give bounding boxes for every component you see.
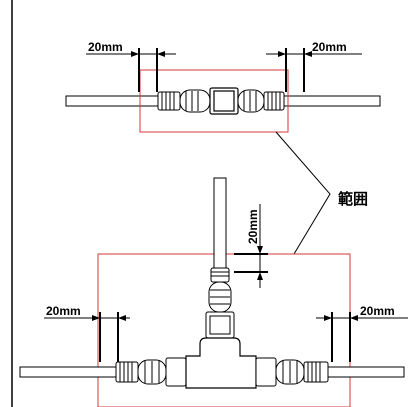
bottom-right-dimension-label: 20mm: [360, 304, 395, 318]
top-straight-connector: [65, 69, 381, 133]
bottom-t-splitter: [19, 177, 405, 407]
top-center-coupling: [209, 87, 239, 115]
vertical-cable: [213, 177, 227, 271]
left-horizontal-connector: [115, 357, 187, 387]
range-leader-lines: [275, 131, 331, 255]
top-right-dimension: [266, 48, 362, 92]
bottom-left-dimension-label: 20mm: [46, 304, 81, 318]
top-range-box: [139, 69, 289, 133]
top-left-strain-relief: [157, 89, 211, 113]
top-left-dimension-label: 20mm: [88, 40, 123, 54]
vertical-dimension: [234, 204, 268, 288]
t-junction-body: [185, 337, 257, 389]
right-horizontal-connector: [255, 357, 329, 387]
vertical-dimension-label: 20mm: [246, 209, 260, 244]
range-label: 範囲: [338, 190, 368, 208]
vertical-connector: [205, 267, 235, 339]
bottom-right-dimension: [316, 312, 408, 362]
top-left-dimension: [86, 48, 176, 92]
top-right-dimension-label: 20mm: [312, 40, 347, 54]
bottom-left-dimension: [44, 312, 130, 362]
top-right-strain-relief: [237, 89, 285, 113]
